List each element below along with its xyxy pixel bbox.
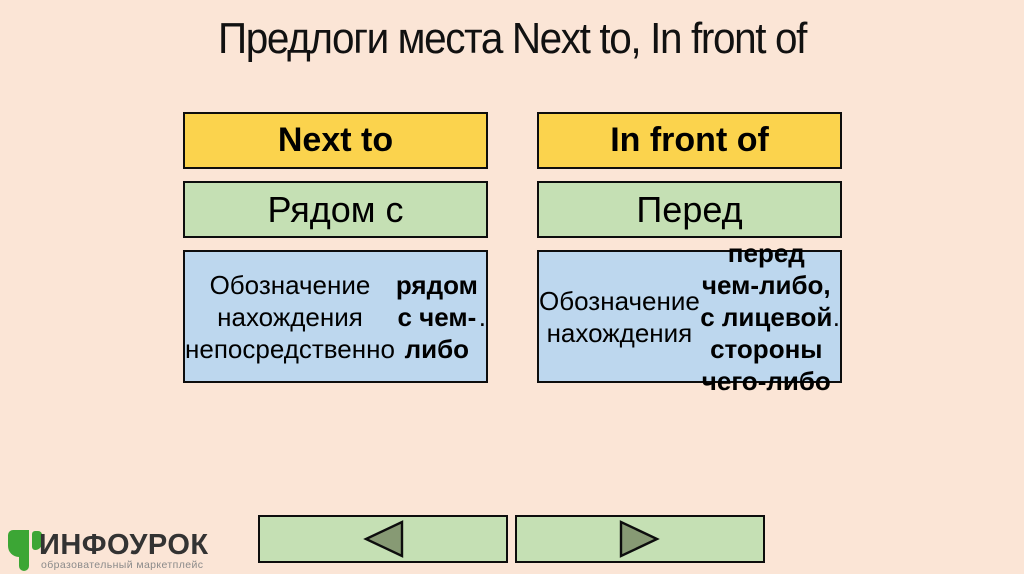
translation-label: Рядом с bbox=[267, 188, 404, 230]
term-box-in-front-of: In front of bbox=[537, 112, 842, 169]
left-triangle-icon bbox=[363, 520, 404, 558]
previous-slide-button[interactable] bbox=[258, 515, 508, 563]
infourok-logo: ИНФОУРОК образовательный маркетплейс bbox=[8, 528, 208, 574]
next-slide-button[interactable] bbox=[515, 515, 765, 563]
definition-box-next-to: Обозначение нахождения непосредственно р… bbox=[183, 250, 488, 383]
term-box-next-to: Next to bbox=[183, 112, 488, 169]
definition-box-in-front-of: Обозначение нахождения перед чем-либо, с… bbox=[537, 237, 842, 396]
page-title: Предлоги места Next to, In front of bbox=[218, 14, 807, 63]
infourok-leaf-icon bbox=[8, 530, 42, 571]
right-triangle-icon bbox=[619, 520, 660, 558]
translation-label: Перед bbox=[636, 188, 743, 230]
logo-brand-text: ИНФОУРОК bbox=[39, 529, 209, 561]
term-label: In front of bbox=[610, 121, 769, 159]
logo-tagline-text: образовательный маркетплейс bbox=[41, 559, 204, 571]
translation-box-next-to: Рядом с bbox=[183, 181, 488, 238]
term-label: Next to bbox=[277, 121, 394, 159]
translation-box-in-front-of: Перед bbox=[537, 181, 842, 238]
